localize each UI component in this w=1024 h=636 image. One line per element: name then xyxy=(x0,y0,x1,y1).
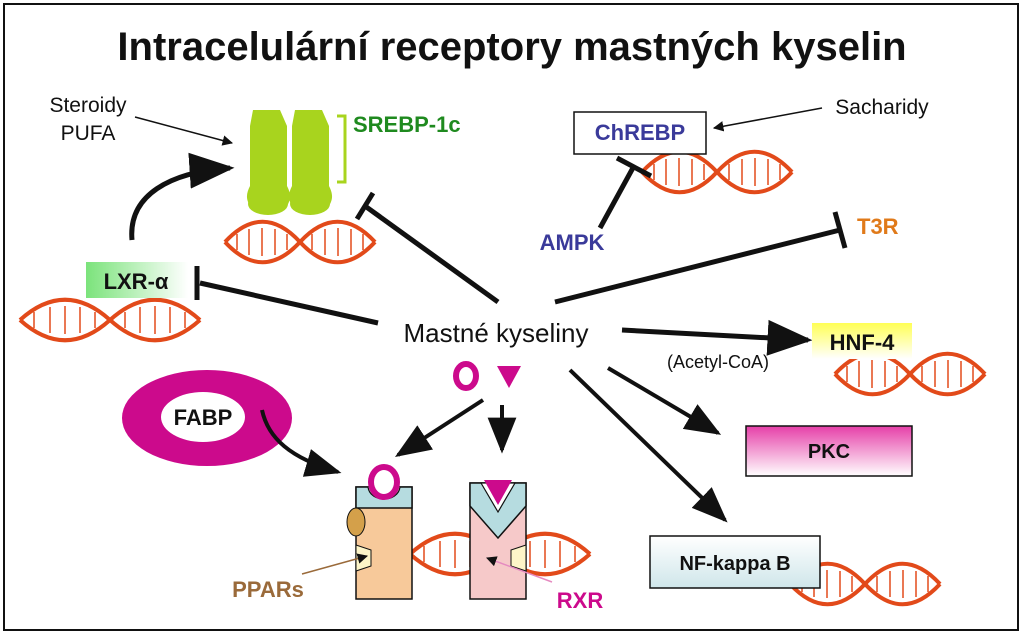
acetyl-label: (Acetyl-CoA) xyxy=(667,352,769,372)
ligand-triangle-icon xyxy=(497,366,521,388)
nfkb-box xyxy=(649,535,821,589)
fabp-arrow xyxy=(260,409,342,477)
steroidy-arrow xyxy=(134,116,234,146)
fabp-hole xyxy=(161,392,245,442)
srebp-label: SREBP-1c xyxy=(353,112,461,137)
ampk-label: AMPK xyxy=(540,230,605,255)
ppar-arrow xyxy=(394,398,485,457)
pkc-label: PKC xyxy=(808,441,850,463)
dna-helix-icon xyxy=(833,351,987,397)
srebp-inhibition-bar xyxy=(354,191,376,221)
ppars-pointer xyxy=(301,553,369,575)
lxr-box xyxy=(86,262,188,298)
center-label: Mastné kyseliny xyxy=(404,318,589,348)
sacharidy-arrow xyxy=(712,107,823,132)
diagram-frame xyxy=(3,3,1019,631)
ligand-circle-icon xyxy=(453,361,479,391)
rxr-pointer xyxy=(486,556,553,583)
dna-helix-icon xyxy=(18,297,202,343)
t3r-inhibition-bar xyxy=(832,211,848,249)
ampk-inhibition-line xyxy=(597,164,637,230)
ampk-inhibition-bar xyxy=(615,155,653,179)
steroidy-label: Steroidy xyxy=(49,94,127,117)
rxr-receptor xyxy=(469,480,527,600)
hnf4-label: HNF-4 xyxy=(830,330,896,355)
page-title: Intracelulární receptory mastných kyseli… xyxy=(117,25,906,69)
lxr-inhibition-line xyxy=(199,280,379,326)
ligand-triangle-icon xyxy=(484,480,512,505)
t3r-inhibition-line xyxy=(554,227,841,305)
sacharidy-label: Sacharidy xyxy=(835,96,929,119)
pufa-label: PUFA xyxy=(61,122,116,145)
ligand-circle-icon xyxy=(368,464,400,500)
rxr-label: RXR xyxy=(557,588,604,613)
pkc-box xyxy=(745,425,913,477)
dna-helix-icon xyxy=(640,149,794,195)
t3r-label: T3R xyxy=(857,214,899,239)
lxr-label: LXR-α xyxy=(104,269,169,294)
chrebp-label: ChREBP xyxy=(595,120,685,145)
srebp-dimer-icon xyxy=(246,110,347,215)
hnf4-arrow xyxy=(621,319,813,356)
chrebp-box xyxy=(573,111,707,155)
ppar-receptor xyxy=(346,464,413,600)
fabp-label: FABP xyxy=(174,405,233,430)
lxr-to-srebp-arrow xyxy=(129,152,235,241)
nfkb-label: NF-kappa B xyxy=(679,553,790,575)
nfkb-arrow xyxy=(568,368,728,523)
srebp-inhibition-line xyxy=(363,203,500,305)
ppars-label: PPARs xyxy=(232,577,304,602)
hnf4-box xyxy=(812,323,912,359)
dna-helix-icon xyxy=(223,219,377,265)
pkc-arrow xyxy=(606,366,722,435)
